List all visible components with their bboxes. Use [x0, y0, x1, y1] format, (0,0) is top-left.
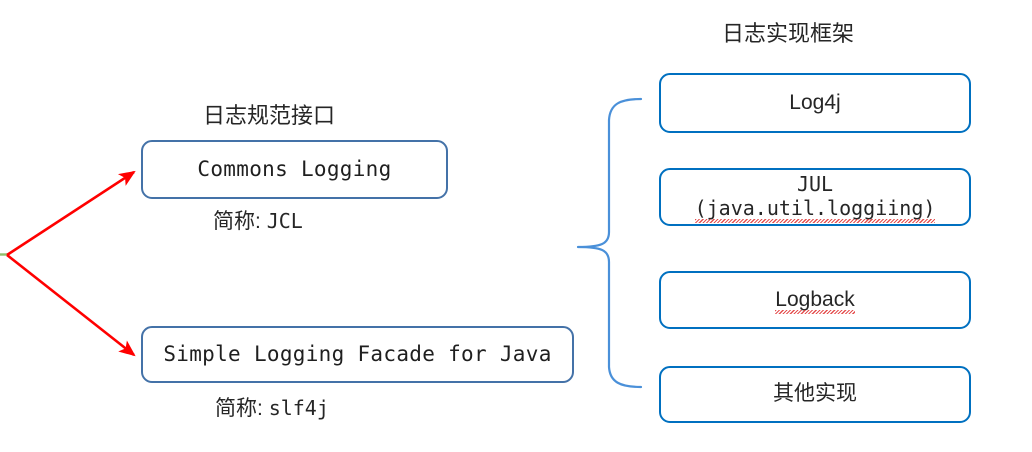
title-implementation-group: 日志实现框架 [722, 21, 855, 46]
node-log4j[interactable]: Log4j [659, 73, 971, 133]
node-jul-title: JUL [796, 172, 834, 197]
arrow-to-jcl [6, 170, 136, 257]
node-slf4j[interactable]: Simple Logging Facade for Java [141, 326, 574, 383]
node-commons-logging[interactable]: Commons Logging [141, 140, 448, 199]
caption-slf4j-prefix: 简称: [215, 397, 263, 420]
caption-jcl-prefix: 简称: [213, 210, 261, 233]
node-jul-lines: JUL (java.util.loggiing) [661, 172, 969, 223]
arrow-to-slf4j [6, 253, 136, 357]
brace-implementations [576, 97, 643, 389]
caption-slf4j-value: slf4j [268, 396, 329, 420]
node-other-implementations[interactable]: 其他实现 [659, 366, 971, 423]
caption-jcl: 简称: JCL [213, 205, 303, 235]
node-logback-label: Logback [775, 287, 856, 315]
node-logback[interactable]: Logback [659, 271, 971, 329]
node-jul[interactable]: JUL (java.util.loggiing) [659, 168, 971, 226]
title-interface-group: 日志规范接口 [203, 103, 336, 128]
node-jul-package: (java.util.loggiing) [694, 196, 936, 223]
caption-slf4j: 简称: slf4j [215, 392, 329, 422]
caption-jcl-value: JCL [266, 209, 303, 233]
